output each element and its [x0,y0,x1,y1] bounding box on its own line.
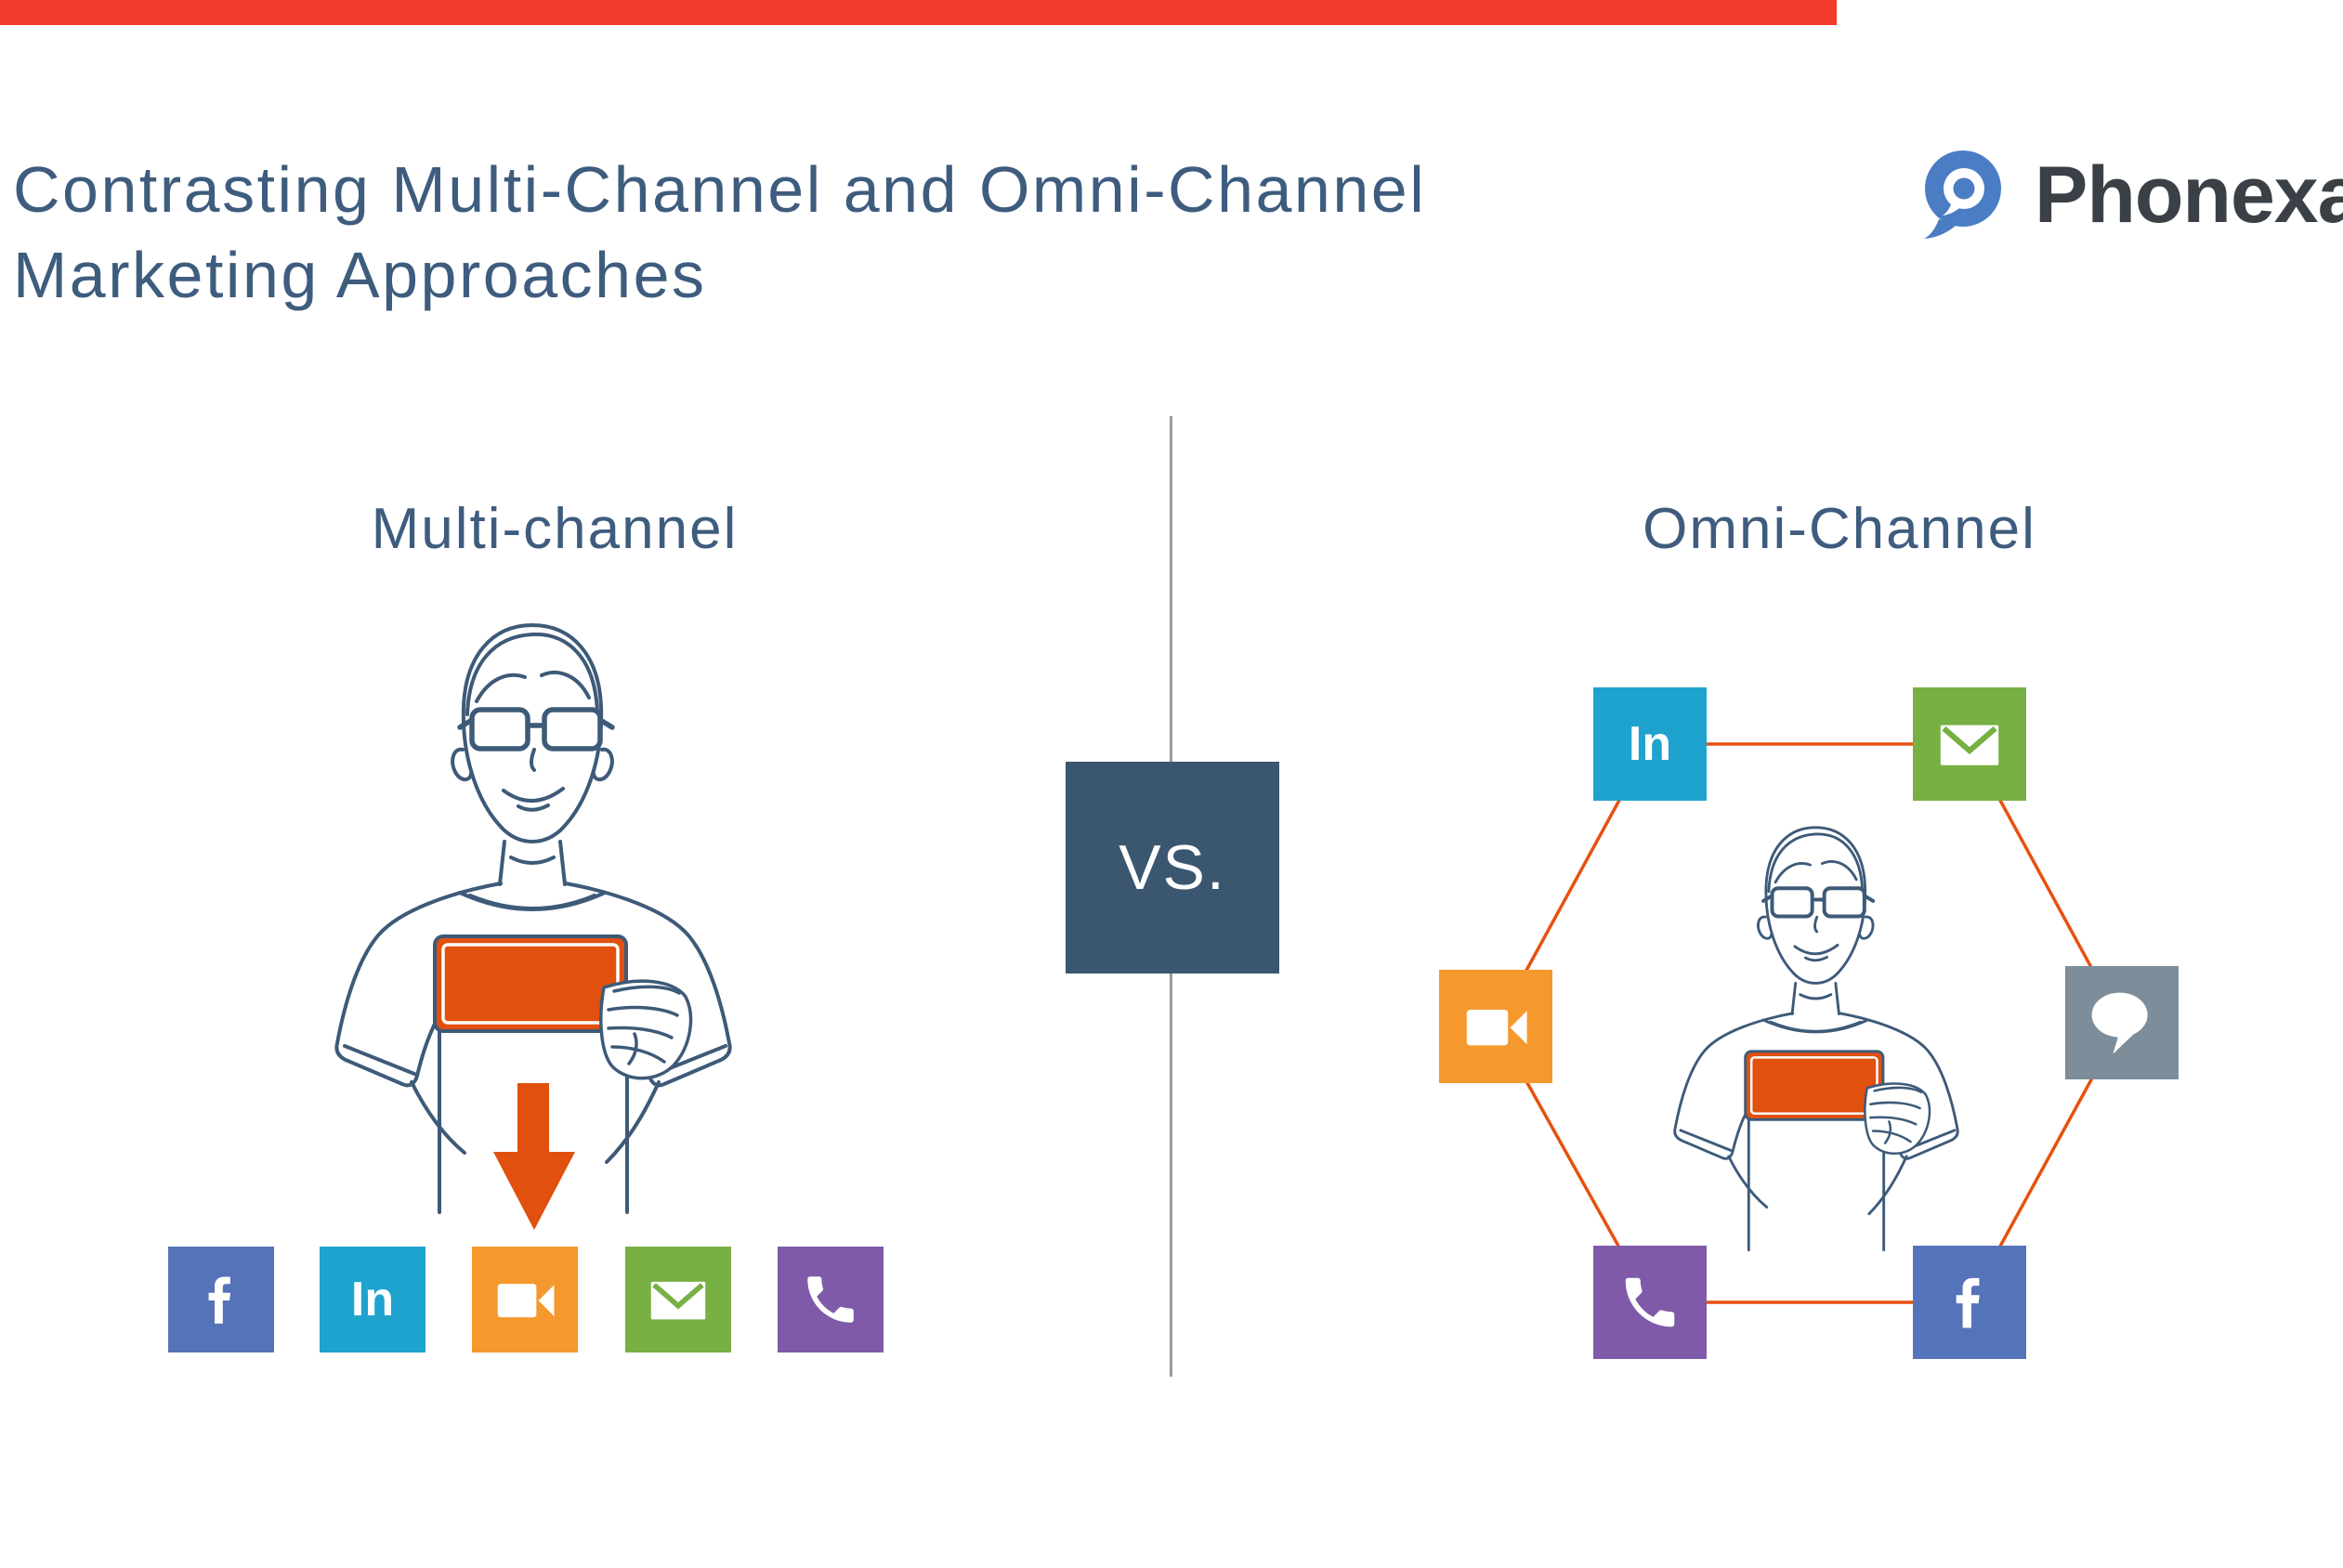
email-tile[interactable] [625,1247,731,1352]
linkedin-in-icon: In [350,1273,395,1326]
video-node[interactable] [1439,970,1552,1083]
linkedin-node[interactable]: In [1593,687,1707,801]
video-camera-icon [483,1258,567,1341]
speech-bubble-icon [2077,978,2166,1067]
phone-node[interactable] [1593,1246,1707,1359]
phonexa-pin-icon [1923,150,2001,240]
omni-channel-heading: Omni-Channel [1643,497,2036,561]
multi-channel-heading: Multi-channel [371,497,739,561]
down-arrow-head [493,1152,575,1230]
video-progress-bar [0,0,1837,25]
phone-handset-icon [1617,1270,1682,1335]
envelope-icon [1925,699,2014,789]
linkedin-tile[interactable]: In [320,1247,425,1352]
phone-tile[interactable] [778,1247,884,1352]
vs-badge: VS. [1066,762,1279,973]
video-tile[interactable] [472,1247,578,1352]
envelope-icon [636,1258,720,1341]
facebook-node[interactable] [1913,1246,2026,1359]
phonexa-wordmark: Phonexa® [2035,150,2343,240]
phonexa-logo: Phonexa® [1923,144,2343,246]
facebook-f-icon [1939,1272,2000,1333]
vs-label: VS. [1119,832,1226,903]
facebook-tile[interactable] [168,1247,274,1352]
chat-node[interactable] [2065,966,2179,1079]
down-arrow-shaft [517,1083,549,1154]
page-title-line1: Contrasting Multi-Channel and Omni-Chann… [13,153,1427,226]
email-node[interactable] [1913,687,2026,801]
phone-handset-icon [800,1269,861,1330]
page-title: Contrasting Multi-Channel and Omni-Chann… [13,147,1852,318]
linkedin-in-icon: In [1628,717,1672,771]
facebook-f-icon [192,1271,250,1328]
man-with-tablet-illustration-right [1663,822,1991,1263]
video-camera-icon [1451,982,1540,1071]
page-title-line2: Marketing Approaches [13,239,707,311]
